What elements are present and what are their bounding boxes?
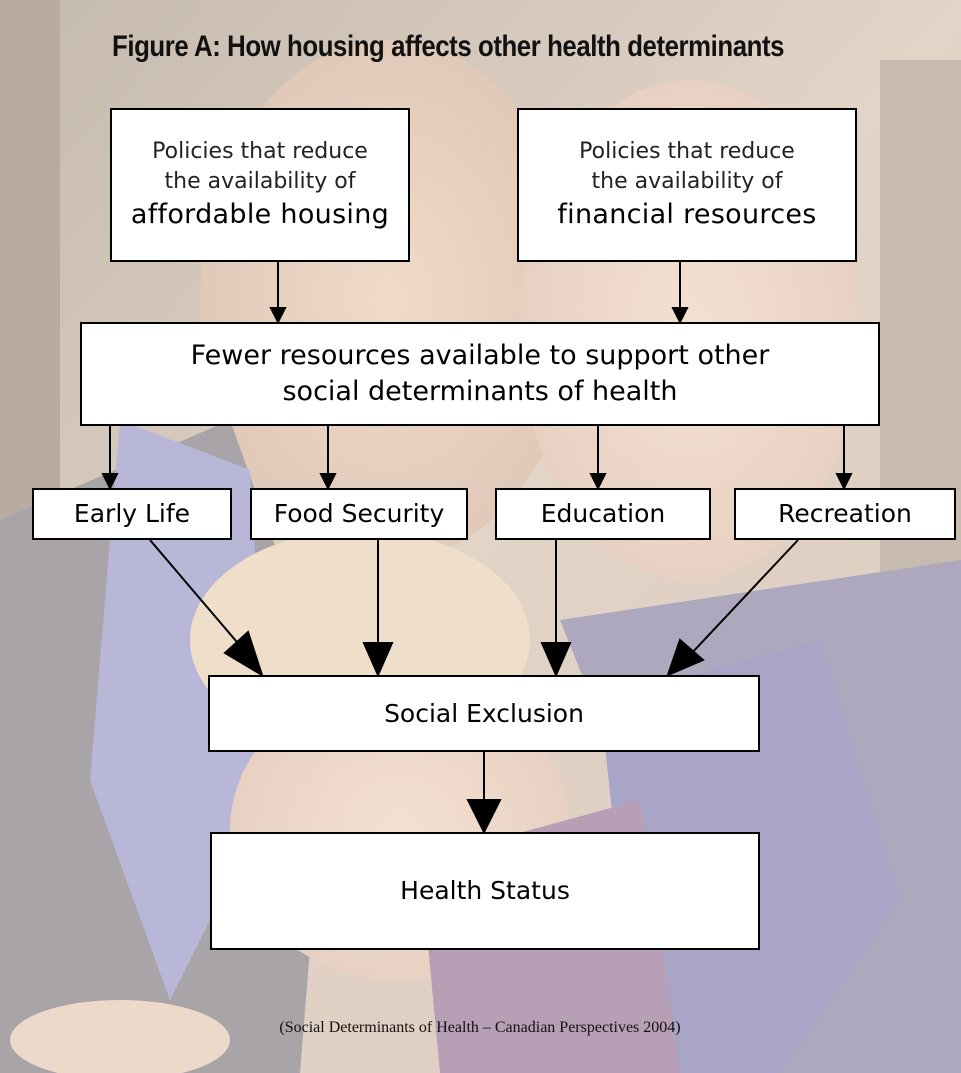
fewer-resources-line1: Fewer resources available to support oth… [190, 340, 770, 371]
arrow-early-life-to-exclusion [149, 539, 264, 678]
arrow-exclusion-to-health-status [466, 752, 502, 835]
policy-housing-box: Policies that reduce the availability of… [110, 108, 410, 262]
policy-housing-line3: affordable housing [130, 199, 390, 230]
arrow-resources-to-recreation [835, 426, 853, 491]
arrow-resources-to-education [589, 426, 607, 491]
early-life-box: Early Life [32, 488, 232, 540]
fewer-resources-line2: social determinants of health [282, 376, 678, 407]
education-box: Education [495, 488, 711, 540]
policy-financial-line1: Policies that reduce [579, 139, 795, 164]
fewer-resources-box: Fewer resources available to support oth… [80, 322, 880, 426]
figure-title: Figure A: How housing affects other heal… [112, 30, 785, 63]
food-security-label: Food Security [273, 499, 445, 528]
recreation-box: Recreation [734, 488, 956, 540]
policy-financial-box: Policies that reduce the availability of… [517, 108, 857, 262]
education-label: Education [540, 499, 666, 528]
arrow-resources-to-food-security [319, 426, 337, 491]
arrow-housing-to-resources [269, 262, 287, 325]
arrow-financial-to-resources [671, 262, 689, 325]
health-status-box: Health Status [210, 832, 760, 950]
source-caption: (Social Determinants of Health – Canadia… [279, 1019, 681, 1036]
health-status-label: Health Status [400, 876, 570, 905]
arrow-food-security-to-exclusion [362, 540, 394, 678]
arrow-recreation-to-exclusion [666, 539, 799, 677]
arrow-resources-to-early-life [101, 426, 119, 491]
policy-housing-line1: Policies that reduce [152, 139, 368, 164]
food-security-box: Food Security [250, 488, 468, 540]
policy-housing-line2: the availability of [164, 169, 356, 194]
recreation-label: Recreation [778, 499, 912, 528]
policy-financial-line3: financial resources [557, 199, 817, 230]
arrow-education-to-exclusion [540, 540, 572, 678]
policy-financial-line2: the availability of [591, 169, 783, 194]
social-exclusion-box: Social Exclusion [208, 675, 760, 752]
early-life-label: Early Life [73, 499, 191, 528]
social-exclusion-label: Social Exclusion [384, 698, 584, 728]
